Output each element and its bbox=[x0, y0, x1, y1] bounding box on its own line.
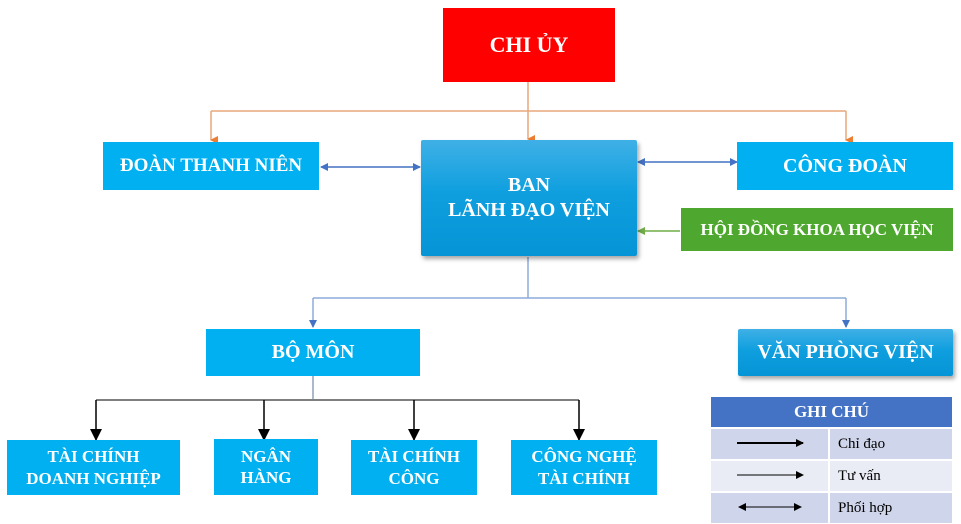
thick-arrow-icon bbox=[736, 438, 804, 447]
bo-mon-label: BỘ MÔN bbox=[271, 341, 355, 363]
legend-row: Tư vấn bbox=[711, 459, 952, 491]
ban-lanh-dao-vien-line1: BAN bbox=[507, 174, 551, 196]
doan-thanh-nien-label: ĐOÀN THANH NIÊN bbox=[119, 155, 303, 177]
department-box-tai-chinh-cong[interactable]: TÀI CHÍNH CÔNG bbox=[351, 440, 477, 495]
department-label-line2: CÔNG bbox=[388, 468, 440, 488]
department-label-line1: CÔNG NGHỆ bbox=[531, 447, 637, 467]
department-box-cong-nghe-tai-chinh[interactable]: CÔNG NGHỆ TÀI CHÍNH bbox=[511, 440, 657, 495]
department-label-line1: TÀI CHÍNH bbox=[47, 447, 140, 467]
chi-uy-label: CHI ỦY bbox=[489, 32, 569, 58]
bo-mon-box[interactable]: BỘ MÔN bbox=[206, 329, 420, 376]
thin-arrow-icon bbox=[736, 470, 804, 479]
hoi-dong-khoa-hoc-vien-box[interactable]: HỘI ĐỒNG KHOA HỌC VIỆN bbox=[681, 208, 953, 251]
double-arrow-icon bbox=[737, 502, 802, 511]
doan-thanh-nien-box[interactable]: ĐOÀN THANH NIÊN bbox=[103, 142, 319, 190]
department-box-tai-chinh-doanh-nghiep[interactable]: TÀI CHÍNH DOANH NGHIỆP bbox=[7, 440, 180, 495]
legend-label: Chỉ đạo bbox=[830, 427, 952, 459]
legend-label: Tư vấn bbox=[830, 459, 952, 491]
hoi-dong-khoa-hoc-vien-label: HỘI ĐỒNG KHOA HỌC VIỆN bbox=[700, 219, 934, 239]
department-box-ngan-hang[interactable]: NGÂN HÀNG bbox=[214, 439, 318, 495]
department-label-line2: HÀNG bbox=[240, 468, 292, 487]
ban-lanh-dao-vien-box[interactable]: BAN LÃNH ĐẠO VIỆN bbox=[421, 140, 637, 256]
cong-doan-label: CÔNG ĐOÀN bbox=[783, 154, 907, 177]
van-phong-vien-box[interactable]: VĂN PHÒNG VIỆN bbox=[738, 329, 953, 376]
department-label-line2: DOANH NGHIỆP bbox=[26, 468, 161, 488]
legend-row: Chỉ đạo bbox=[711, 427, 952, 459]
van-phong-vien-label: VĂN PHÒNG VIỆN bbox=[757, 341, 934, 363]
legend-row: Phối hợp bbox=[711, 491, 952, 523]
cong-doan-box[interactable]: CÔNG ĐOÀN bbox=[737, 142, 953, 190]
legend-label: Phối hợp bbox=[830, 491, 952, 523]
department-label-line2: TÀI CHÍNH bbox=[537, 468, 631, 488]
chi-uy-box[interactable]: CHI ỦY bbox=[443, 8, 615, 82]
legend-title: GHI CHÚ bbox=[711, 397, 952, 427]
legend-table: GHI CHÚ Chỉ đạo Tư vấn Phối hợp bbox=[711, 397, 952, 523]
ban-lanh-dao-vien-line2: LÃNH ĐẠO VIỆN bbox=[448, 199, 610, 221]
department-label-line1: NGÂN bbox=[240, 446, 292, 466]
department-label-line1: TÀI CHÍNH bbox=[367, 447, 461, 467]
